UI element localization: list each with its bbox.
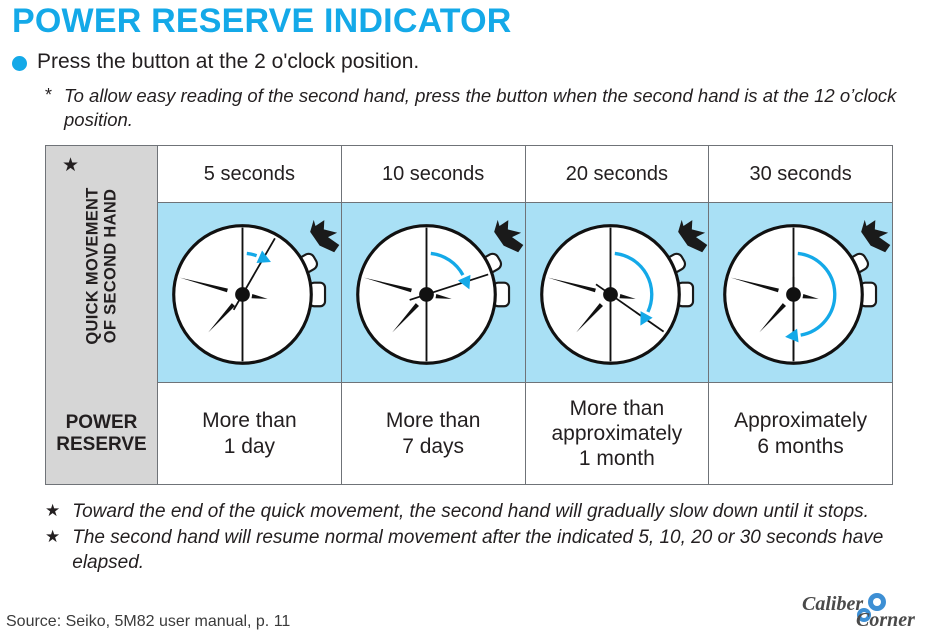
minute-hand <box>363 277 412 293</box>
sub-hand <box>435 293 452 299</box>
column-header-label: 10 seconds <box>381 162 485 185</box>
watermark-text-part2: Corner <box>856 609 915 631</box>
press-arrow-icon <box>861 219 891 253</box>
power-reserve-label-text: POWER RESERVE <box>56 412 146 456</box>
footnote-item: ★ Toward the end of the quick movement, … <box>45 500 940 524</box>
source-caption: Source: Seiko, 5M82 user manual, p. 11 <box>6 613 291 630</box>
watch-illustration-3 <box>709 203 892 382</box>
watch-illustration-2 <box>526 203 709 382</box>
power-reserve-label-cell: POWER RESERVE <box>46 383 158 484</box>
column-header-label: 20 seconds <box>565 162 669 185</box>
table-header-cell-3: 30 seconds <box>709 146 892 202</box>
quick-movement-label-cell: ★ QUICK MOVEMENT OF SECOND HAND <box>46 146 158 385</box>
rotation-arrow-head <box>785 328 799 343</box>
press-arrow-icon <box>310 219 340 253</box>
watermark-text-part1: Caliber <box>802 593 863 615</box>
star-icon: ★ <box>45 527 61 547</box>
minute-hand <box>731 277 780 293</box>
table-header-cell-1: 10 seconds <box>342 146 526 202</box>
sub-hand <box>802 293 819 299</box>
power-reserve-cell-0: More than 1 day <box>158 383 342 484</box>
power-reserve-value-line3: 1 month <box>578 447 655 471</box>
instruction-asterisk-text: To allow easy reading of the second hand… <box>64 85 897 130</box>
power-reserve-value: Approximately 6 months <box>734 408 867 458</box>
watch-cell-0 <box>158 203 342 382</box>
minute-hand <box>179 277 228 293</box>
hands-hub <box>602 287 618 302</box>
rotation-arrow-head <box>457 274 471 290</box>
instruction-asterisk-note: * To allow easy reading of the second ha… <box>45 84 925 131</box>
power-reserve-value-line1: More than <box>569 396 665 420</box>
footnote-item: ★ The second hand will resume normal mov… <box>45 526 940 575</box>
footnote-text: The second hand will resume normal movem… <box>72 527 884 573</box>
sub-hand <box>251 293 268 299</box>
watch-cell-1 <box>341 203 526 382</box>
instruction-bullet: Press the button at the 2 o'clock positi… <box>12 50 419 73</box>
power-reserve-value-line2: 1 day <box>223 434 276 458</box>
rotation-arrow-head <box>639 311 653 326</box>
power-reserve-value: More than 1 day <box>202 408 297 458</box>
column-header-label: 30 seconds <box>749 162 852 185</box>
minute-hand <box>547 277 596 293</box>
watch-face-diagram <box>539 219 707 365</box>
power-reserve-value: More than approximately 1 month <box>552 396 683 472</box>
watch-face-diagram <box>723 219 891 365</box>
table-header-cell-0: 5 seconds <box>158 146 342 202</box>
hands-hub <box>235 287 250 302</box>
rotation-arc <box>430 251 465 276</box>
quick-movement-label-line2: OF SECOND HAND <box>101 188 120 343</box>
asterisk-mark-icon: * <box>45 85 53 105</box>
sub-hand <box>619 293 636 299</box>
hands-hub <box>418 287 434 302</box>
hour-hand <box>759 303 787 333</box>
power-reserve-value-line1: Approximately <box>734 409 868 433</box>
power-reserve-label-line2: RESERVE <box>56 433 147 455</box>
rotation-arrow-head <box>256 250 271 264</box>
rotation-arc <box>797 251 837 337</box>
watch-face-diagram <box>355 219 524 365</box>
power-reserve-value: More than 7 days <box>386 408 481 458</box>
power-reserve-label-line1: POWER <box>65 411 138 433</box>
press-arrow-icon <box>493 219 524 253</box>
quick-movement-label-text: QUICK MOVEMENT OF SECOND HAND <box>83 187 120 344</box>
watch-cell-2 <box>525 203 710 382</box>
footnotes: ★ Toward the end of the quick movement, … <box>45 500 940 577</box>
watch-face-diagram <box>172 219 340 365</box>
power-reserve-cell-2: More than approximately 1 month <box>526 383 710 484</box>
power-reserve-value-line2: 7 days <box>402 434 465 458</box>
rotation-arc <box>246 251 258 258</box>
watch-illustration-1 <box>342 203 525 382</box>
power-reserve-value-line2: 6 months <box>757 434 844 458</box>
star-icon: ★ <box>62 155 80 176</box>
table-header-row: 5 seconds 10 seconds 20 seconds 30 secon… <box>46 146 892 203</box>
footnote-text: Toward the end of the quick movement, th… <box>72 501 869 522</box>
watermark-logo-icon: Caliber Corner <box>802 593 915 631</box>
instruction-bullet-text: Press the button at the 2 o'clock positi… <box>37 50 420 73</box>
table-power-reserve-row: POWER RESERVE More than 1 day More than … <box>46 383 892 484</box>
power-reserve-table: ★ QUICK MOVEMENT OF SECOND HAND 5 second… <box>45 145 893 485</box>
watch-illustration-0 <box>158 203 341 382</box>
rotation-arc <box>614 251 653 313</box>
star-icon: ★ <box>45 501 61 520</box>
power-reserve-value-line1: More than <box>202 409 297 433</box>
power-reserve-cell-3: Approximately 6 months <box>709 383 892 484</box>
column-header-label: 5 seconds <box>203 162 295 185</box>
power-reserve-value-line2: approximately <box>551 421 683 445</box>
hour-hand <box>575 303 603 333</box>
page-title: POWER RESERVE INDICATOR <box>12 2 512 40</box>
power-reserve-value-line1: More than <box>385 409 481 433</box>
power-reserve-cell-1: More than 7 days <box>342 383 526 484</box>
hour-hand <box>208 303 236 333</box>
caliber-corner-watermark: Caliber Corner <box>800 588 940 632</box>
bullet-dot-icon <box>12 56 27 71</box>
hour-hand <box>392 303 419 333</box>
table-header-cell-2: 20 seconds <box>526 146 710 202</box>
press-arrow-icon <box>677 219 707 253</box>
table-watch-row <box>46 203 892 383</box>
hands-hub <box>786 287 802 302</box>
quick-movement-label-line1: QUICK MOVEMENT <box>83 186 102 345</box>
watch-cell-3 <box>709 203 892 382</box>
